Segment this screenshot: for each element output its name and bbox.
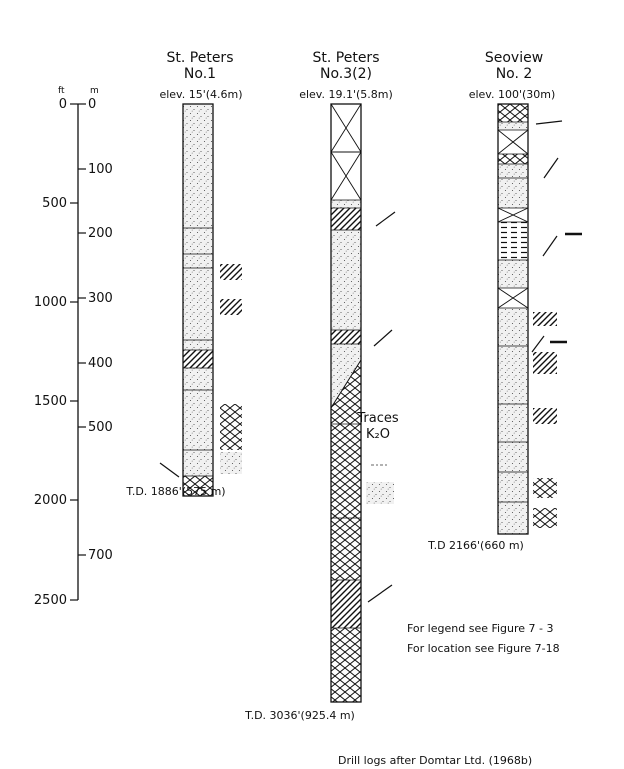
m-tick-label: 400 [88, 356, 113, 371]
log-number: No.3(2) [320, 66, 372, 82]
source-note: Drill logs after Domtar Ltd. (1968b) [338, 754, 532, 767]
ft-tick-label: 2500 [34, 593, 67, 608]
traces-label: Traces [356, 411, 398, 426]
log-elevation: elev. 100'(30m) [469, 88, 556, 101]
m-tick-label: 300 [88, 291, 113, 306]
depth-scale: ft m 0 500 1000 1500 2000 2500 0 100 200… [34, 86, 113, 608]
k2o-label: K₂O [366, 427, 390, 442]
m-tick-label: 200 [88, 226, 113, 241]
ft-tick-label: 0 [59, 97, 67, 112]
location-note: For location see Figure 7-18 [407, 642, 560, 655]
ft-tick-label: 2000 [34, 493, 67, 508]
ft-tick-label: 500 [42, 196, 67, 211]
log-name: Seoview [485, 50, 543, 66]
ft-tick-label: 1500 [34, 394, 67, 409]
ft-unit-label: ft [58, 86, 65, 96]
log-total-depth: T.D 2166'(660 m) [427, 539, 524, 552]
m-unit-label: m [90, 86, 99, 96]
log-total-depth: T.D. 1886'(575 m) [125, 485, 225, 498]
log-number: No. 2 [496, 66, 533, 82]
log-name: St. Peters [167, 50, 234, 66]
m-tick-label: 700 [88, 548, 113, 563]
legend-note: For legend see Figure 7 - 3 [407, 622, 554, 635]
m-tick-label: 100 [88, 162, 113, 177]
log-elevation: elev. 19.1'(5.8m) [299, 88, 393, 101]
log-name: St. Peters [313, 50, 380, 66]
log-elevation: elev. 15'(4.6m) [159, 88, 242, 101]
m-tick-label: 500 [88, 420, 113, 435]
log-number: No.1 [184, 66, 216, 82]
m-tick-label: 0 [88, 97, 96, 112]
log-st-peters-no3: St. Peters No.3(2) elev. 19.1'(5.8m) Tra… [244, 50, 399, 722]
log-st-peters-no1: St. Peters No.1 elev. 15'(4.6m) T.D. 188… [125, 50, 242, 498]
log-total-depth: T.D. 3036'(925.4 m) [244, 709, 355, 722]
ft-tick-label: 1000 [34, 295, 67, 310]
log-seoview-no2: Seoview No. 2 elev. 100'(30m) [427, 50, 582, 552]
